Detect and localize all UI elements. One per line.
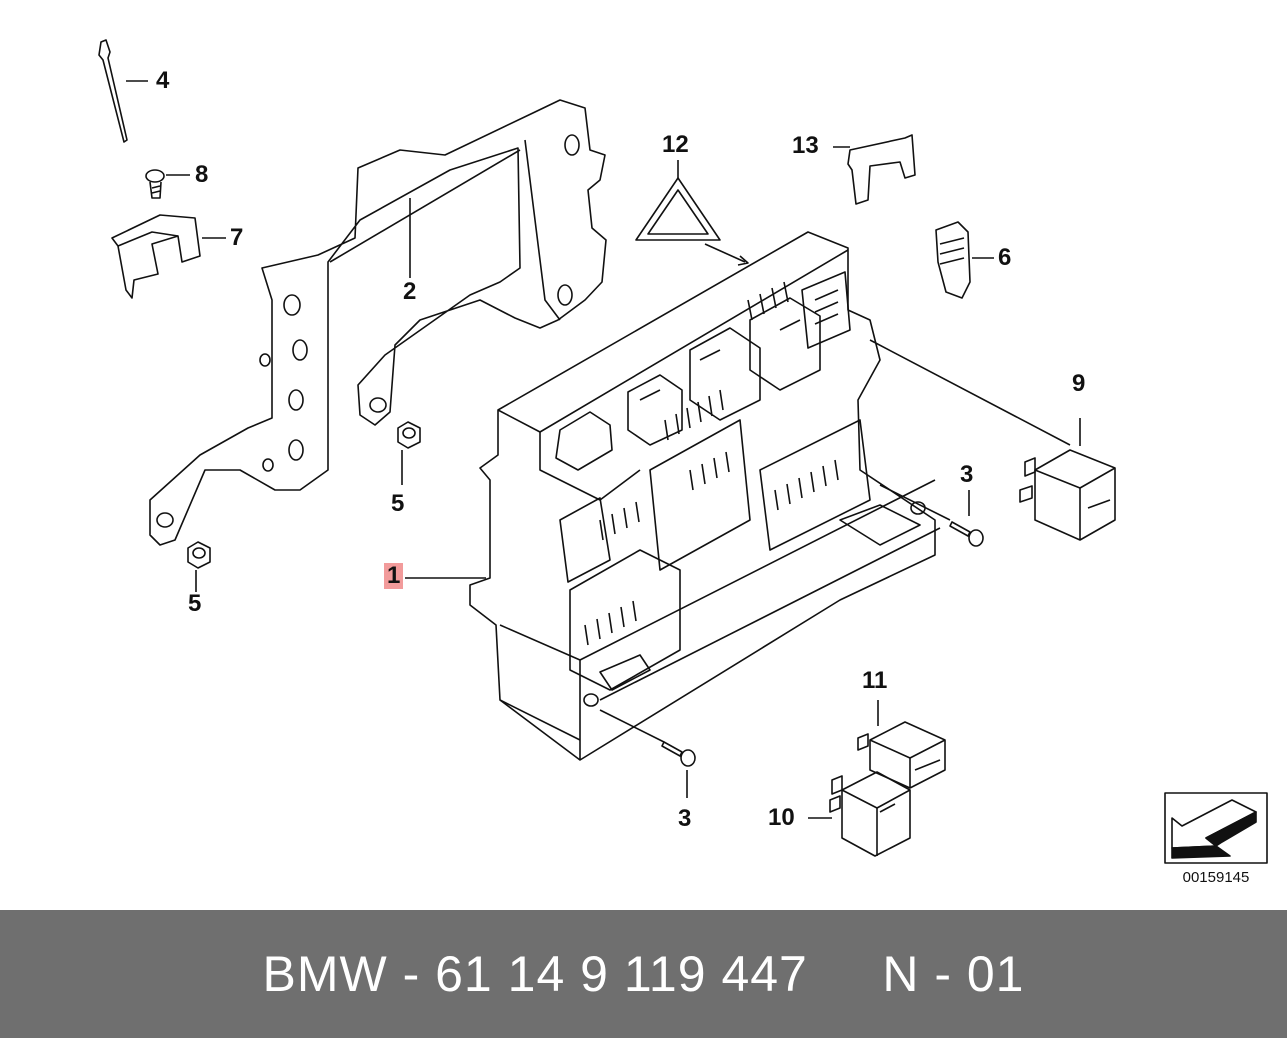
screw-part-8 bbox=[145, 169, 190, 199]
connector-latch-part-6 bbox=[935, 221, 994, 299]
fuse-box-part-1 bbox=[405, 231, 941, 761]
callout-2: 2 bbox=[403, 278, 417, 305]
callout-13: 13 bbox=[792, 132, 819, 159]
callout-7: 7 bbox=[230, 224, 244, 251]
screw-part-3-upper bbox=[879, 484, 984, 547]
relay-part-11 bbox=[857, 700, 946, 789]
relay-part-10 bbox=[808, 771, 911, 857]
callout-8: 8 bbox=[195, 161, 209, 188]
footer-bar: BMW - 61 14 9 119 447 N - 01 bbox=[0, 910, 1287, 1038]
cable-tie-part-4 bbox=[98, 39, 148, 143]
callout-3-upper: 3 bbox=[960, 461, 974, 488]
callout-10: 10 bbox=[768, 804, 795, 831]
direction-arrow-icon bbox=[1164, 792, 1268, 864]
screw-part-3-lower bbox=[599, 709, 696, 798]
exploded-parts-diagram bbox=[98, 39, 1268, 864]
diagram-code: 00159145 bbox=[1182, 869, 1250, 886]
part-number-text: BMW - 61 14 9 119 447 N - 01 bbox=[262, 946, 1025, 1002]
warning-label-part-12 bbox=[635, 160, 749, 266]
bracket-part-7 bbox=[111, 214, 226, 299]
callout-11: 11 bbox=[862, 667, 888, 694]
relay-part-9 bbox=[869, 339, 1116, 541]
callout-4: 4 bbox=[156, 67, 170, 94]
callout-5-lower: 5 bbox=[188, 590, 202, 617]
callout-3-lower: 3 bbox=[678, 805, 692, 832]
nut-part-5-lower bbox=[187, 541, 211, 592]
callout-9: 9 bbox=[1072, 370, 1086, 397]
callout-1-highlighted: 1 bbox=[384, 563, 404, 589]
callout-6: 6 bbox=[998, 244, 1012, 271]
callout-5-upper: 5 bbox=[391, 490, 405, 517]
nut-part-5-upper bbox=[397, 421, 421, 485]
support-bracket-part-2 bbox=[149, 99, 607, 546]
callout-12: 12 bbox=[662, 131, 689, 158]
clip-part-13 bbox=[833, 134, 916, 205]
